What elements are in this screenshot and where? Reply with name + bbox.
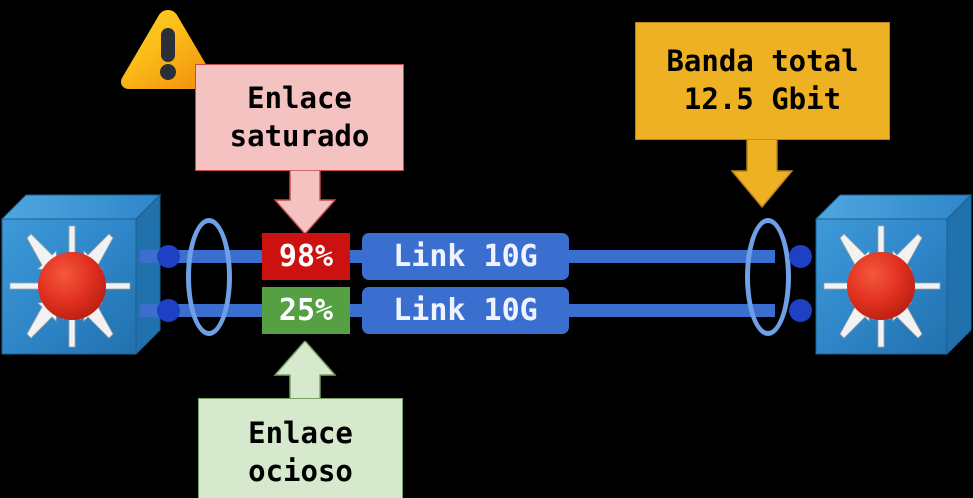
warning-triangle-icon [118,6,218,92]
port-dot-right-row2[interactable] [789,299,812,322]
callout-saturated-line1: Enlace [247,80,352,115]
link-rail-right-row1 [555,250,775,263]
link-bar-row1[interactable]: Link 10G [362,233,569,280]
callout-total-bandwidth: Banda total 12.5 Gbit [635,22,890,140]
callout-saturated-link: Enlace saturado [195,64,404,171]
link-aggregation-group-icon-right [745,218,791,336]
link-aggregation-group-icon-left [186,218,232,336]
callout-bandwidth-line2: 12.5 Gbit [683,82,842,116]
port-dot-right-row1[interactable] [789,245,812,268]
switch-right[interactable] [810,192,973,357]
switch-left[interactable] [0,192,163,357]
callout-idle-link: Enlace ocioso [198,398,403,498]
utilization-badge-row2[interactable]: 25% [262,287,350,334]
link-rail-right-row2 [555,304,775,317]
callout-saturated-line2: saturado [229,118,370,153]
link-bar-row2[interactable]: Link 10G [362,287,569,334]
callout-bandwidth-line1: Banda total [666,44,859,79]
port-dot-left-row1[interactable] [157,245,180,268]
port-dot-left-row2[interactable] [157,299,180,322]
utilization-badge-row1[interactable]: 98% [262,233,350,280]
callout-idle-line2: ocioso [248,454,353,488]
callout-idle-line1: Enlace [248,416,353,451]
